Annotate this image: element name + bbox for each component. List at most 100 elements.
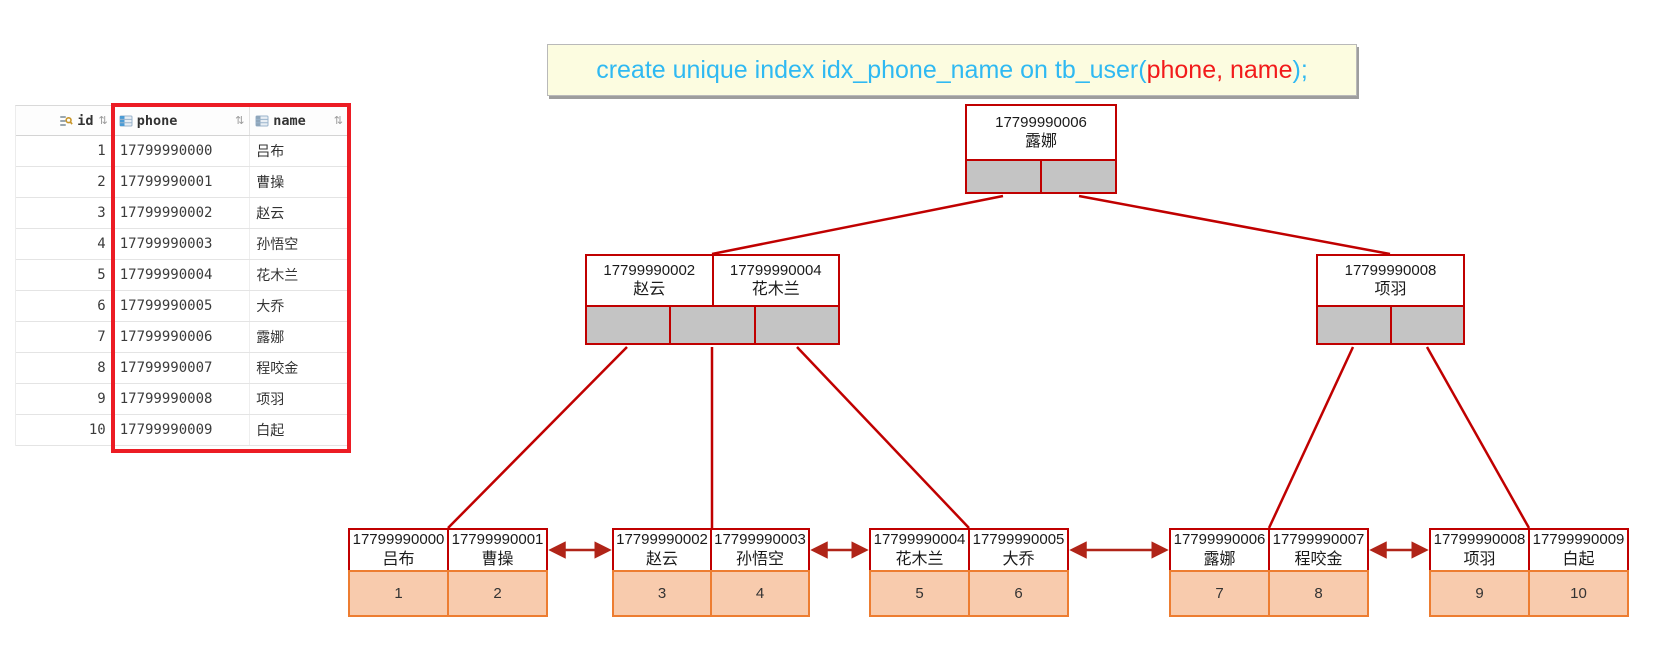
key-phone: 17799990007 [1272,531,1365,549]
sort-toggle-icon[interactable]: ⇅ [235,115,245,127]
pointer-row [585,305,840,345]
cell-phone[interactable]: 17799990005 [114,291,251,321]
key-phone: 17799990006 [1173,531,1266,549]
key-name: 吕布 [382,550,415,568]
key-phone: 17799990000 [352,531,445,549]
cell-name[interactable]: 曹操 [256,174,285,190]
column-label: name [273,112,306,129]
key-name: 项羽 [1463,550,1496,568]
key-phone: 17799990002 [616,531,708,549]
pointer-cell [587,307,670,343]
key-name: 赵云 [633,281,666,299]
cell-name[interactable]: 白起 [256,422,285,438]
cell-phone[interactable]: 17799990008 [114,384,251,414]
key-phone: 17799990009 [1532,531,1625,549]
row-id-cell: 1 [350,572,447,615]
cell-id[interactable]: 4 [16,229,114,259]
key-phone: 17799990002 [603,261,696,279]
cell-phone[interactable]: 17799990004 [114,260,251,290]
cell-id[interactable]: 6 [16,291,114,321]
sort-toggle-icon[interactable]: ⇅ [98,115,108,127]
key-name: 花木兰 [895,550,944,568]
cell-phone[interactable]: 17799990001 [114,167,251,197]
key-phone: 17799990005 [972,531,1065,549]
cell-phone[interactable]: 17799990006 [114,322,251,352]
cell-name[interactable]: 大乔 [256,298,285,314]
column-icon [119,114,133,128]
cell-name[interactable]: 赵云 [256,205,285,221]
column-header-phone[interactable]: phone ⇅ [114,106,251,135]
cell-id[interactable]: 10 [16,415,114,445]
row-id-cell: 3 [614,572,710,615]
cell-name[interactable]: 花木兰 [256,267,299,283]
column-header-name[interactable]: name ⇅ [250,106,348,135]
key-name: 赵云 [645,550,678,568]
key-phone: 17799990003 [714,531,806,549]
cell-name[interactable]: 吕布 [256,143,285,159]
row-id-cell: 6 [968,572,1067,615]
cell-phone[interactable]: 17799990003 [114,229,251,259]
cell-phone[interactable]: 17799990002 [114,198,251,228]
cell-id[interactable]: 5 [16,260,114,290]
pointer-row [1316,305,1465,345]
cell-name[interactable]: 项羽 [256,391,285,407]
cell-id[interactable]: 8 [16,353,114,383]
cell-id[interactable]: 2 [16,167,114,197]
cell-id[interactable]: 7 [16,322,114,352]
cell-name[interactable]: 露娜 [256,329,285,345]
cell-phone[interactable]: 17799990007 [114,353,251,383]
pointer-cell [967,161,1040,192]
column-icon [255,114,269,128]
row-id-cell: 4 [710,572,808,615]
cell-phone[interactable]: 17799990000 [114,136,251,166]
row-id-cell: 5 [871,572,968,615]
sql-text-highlight: phone, name [1146,55,1293,84]
cell-name[interactable]: 孙悟空 [256,236,299,252]
key-name: 露娜 [1203,550,1236,568]
pointer-cell [1318,307,1390,343]
key-cell: 17799990002 赵云 [587,256,712,305]
column-label: id [77,112,94,129]
column-header-id[interactable]: id ⇅ [16,106,114,135]
cell-phone[interactable]: 17799990009 [114,415,251,445]
cell-id[interactable]: 1 [16,136,114,166]
cell-id[interactable]: 3 [16,198,114,228]
cell-name[interactable]: 程咬金 [256,360,299,376]
key-phone: 17799990001 [451,531,544,549]
row-id-cell: 10 [1528,572,1627,615]
sort-toggle-icon[interactable]: ⇅ [333,115,343,127]
row-id-cell: 9 [1431,572,1528,615]
cell-id[interactable]: 9 [16,384,114,414]
